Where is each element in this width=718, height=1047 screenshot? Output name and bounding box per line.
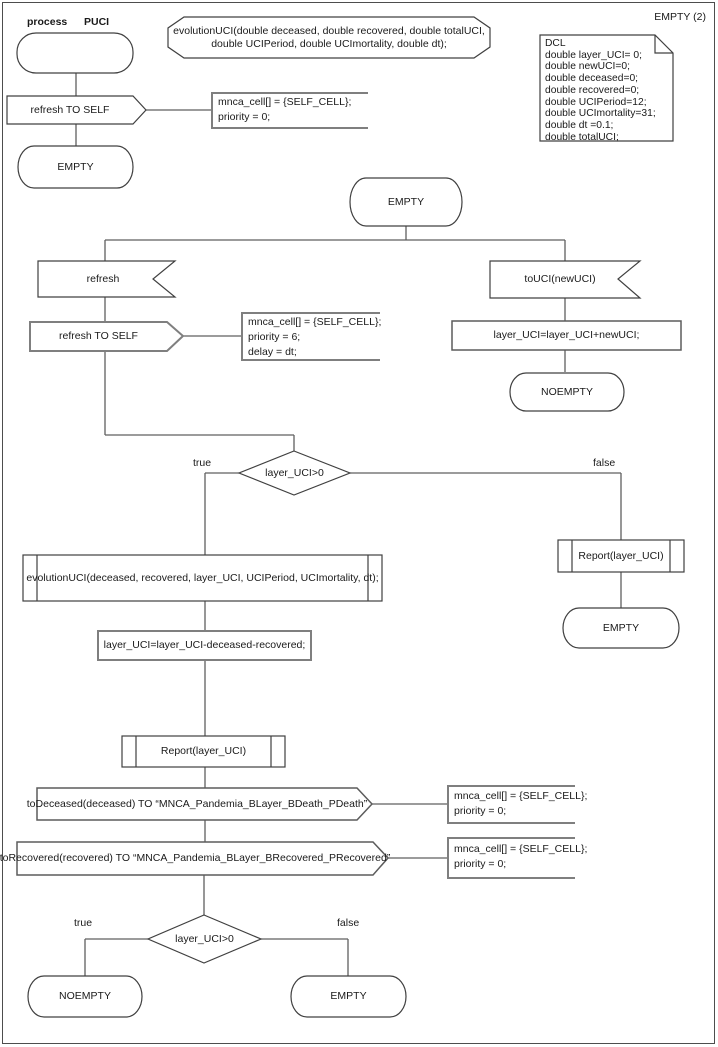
call-evolution-label: evolutionUCI(deceased, recovered, layer_… — [26, 571, 379, 584]
state-empty-false-shape[interactable] — [562, 607, 680, 649]
output-refresh-to-self-1-label: refresh TO SELF — [30, 103, 110, 116]
page-label: EMPTY (2) — [654, 11, 706, 23]
decision-1-shape[interactable] — [237, 450, 352, 496]
call-report-false-shape[interactable] — [557, 539, 685, 573]
comment-4-shape[interactable] — [447, 837, 575, 879]
state-noempty-right-label: NOEMPTY — [541, 385, 593, 398]
decision-2-true-label: true — [74, 917, 93, 929]
comment-line: mnca_cell[] = {SELF_CELL}; — [218, 96, 352, 108]
comment-line: mnca_cell[] = {SELF_CELL}; — [454, 843, 588, 855]
input-touci-shape[interactable] — [489, 260, 642, 299]
output-refresh-to-self-2-shape[interactable] — [29, 321, 185, 352]
decision-2-false-label: false — [337, 917, 360, 929]
comment-3-shape[interactable] — [447, 785, 575, 824]
input-refresh-label: refresh — [86, 272, 120, 285]
output-refresh-to-self-1-shape[interactable] — [6, 95, 147, 125]
task-subtract-shape[interactable] — [97, 630, 312, 661]
state-empty-bottom-shape[interactable] — [290, 975, 407, 1018]
process-keyword: process — [27, 16, 68, 28]
decision-1-false-label: false — [593, 457, 616, 469]
decision-1-true-label: true — [193, 457, 212, 469]
state-noempty-bottom-label: NOEMPTY — [59, 990, 111, 1002]
dcl-line: double layer_UCI= 0; — [545, 49, 643, 61]
comment-line: delay = dt; — [248, 346, 297, 358]
dcl-line: double UCImortality=31; — [545, 108, 656, 120]
dcl-line: double recovered=0; — [545, 84, 640, 96]
output-torecovered-shape[interactable] — [16, 841, 390, 876]
task-add-newuci-shape[interactable] — [451, 320, 682, 351]
comment-line: priority = 0; — [454, 805, 507, 817]
comment-1-shape[interactable] — [211, 92, 368, 129]
call-report-main-label: Report(layer_UCI) — [160, 745, 247, 757]
comment-line: priority = 0; — [218, 111, 271, 123]
connector-lines — [75, 73, 622, 976]
dcl-line: double totalUCI; — [545, 131, 619, 143]
output-torecovered-label: toRecovered(recovered) TO “MNCA_Pandemia… — [0, 852, 391, 864]
dcl-line: double dt =0.1; — [545, 119, 614, 131]
comment-line: mnca_cell[] = {SELF_CELL}; — [248, 316, 382, 328]
comment-2-text: mnca_cell[] = {SELF_CELL}; priority = 6;… — [248, 315, 381, 360]
call-report-false-label: Report(layer_UCI) — [578, 549, 664, 562]
state-empty-main-label: EMPTY — [387, 195, 425, 208]
comment-4-text: mnca_cell[] = {SELF_CELL}; priority = 0; — [454, 842, 587, 872]
dcl-line: double UCIPeriod=12; — [545, 96, 647, 108]
comment-2-shape[interactable] — [241, 312, 380, 361]
input-touci-label: toUCI(newUCI) — [524, 273, 596, 285]
output-todeceased-label: toDeceased(deceased) TO “MNCA_Pandemia_B… — [26, 797, 368, 810]
comment-3-text: mnca_cell[] = {SELF_CELL}; priority = 0; — [454, 789, 587, 819]
decision-2-shape[interactable] — [146, 914, 263, 964]
state-empty-top-label: EMPTY — [57, 160, 94, 173]
call-report-main-shape[interactable] — [121, 735, 286, 768]
call-evolution-shape[interactable] — [22, 554, 383, 602]
declaration-line-1: evolutionUCI(double deceased, double rec… — [173, 24, 485, 37]
procedure-declaration-shape[interactable] — [167, 16, 491, 59]
procedure-declaration-text: evolutionUCI(double deceased, double rec… — [168, 17, 490, 58]
task-add-newuci-label: layer_UCI=layer_UCI+newUCI; — [493, 329, 640, 341]
dcl-text: DCL double layer_UCI= 0; double newUCI=0… — [545, 38, 656, 143]
input-refresh-shape[interactable] — [37, 260, 177, 298]
state-noempty-bottom-shape[interactable] — [27, 975, 143, 1018]
dcl-line: double newUCI=0; — [545, 61, 631, 73]
dcl-text-symbol-shape[interactable] — [539, 34, 674, 142]
output-refresh-to-self-2-label: refresh TO SELF — [59, 330, 138, 342]
state-empty-false-label: EMPTY — [602, 621, 640, 634]
state-empty-main-shape[interactable] — [349, 177, 463, 227]
decision-1-label: layer_UCI>0 — [265, 466, 324, 479]
start-state-shape[interactable] — [16, 32, 134, 74]
dcl-fold-corner — [654, 35, 673, 54]
comment-line: priority = 0; — [454, 858, 507, 870]
comment-1-text: mnca_cell[] = {SELF_CELL}; priority = 0; — [218, 95, 351, 125]
process-name: PUCI — [84, 16, 110, 28]
state-empty-bottom-label: EMPTY — [330, 990, 367, 1002]
state-empty-top-shape[interactable] — [17, 145, 134, 189]
dcl-line: double deceased=0; — [545, 73, 639, 85]
task-subtract-label: layer_UCI=layer_UCI-deceased-recovered; — [103, 639, 306, 651]
state-noempty-right-shape[interactable] — [509, 372, 625, 412]
dcl-line: DCL — [545, 38, 566, 49]
declaration-line-2: double UCIPeriod, double UCImortality, d… — [211, 37, 447, 50]
comment-line: mnca_cell[] = {SELF_CELL}; — [454, 790, 588, 802]
comment-line: priority = 6; — [248, 331, 301, 343]
output-todeceased-shape[interactable] — [36, 787, 374, 821]
decision-2-label: layer_UCI>0 — [175, 932, 234, 945]
